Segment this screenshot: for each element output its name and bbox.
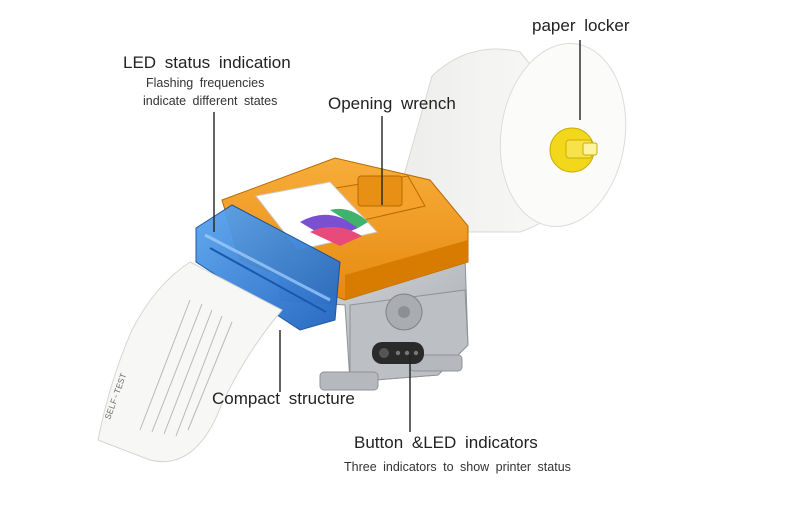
label-button-led-sub: Three indicators to show printer status	[344, 460, 571, 474]
blue-presenter	[195, 204, 341, 331]
label-paper-locker: paper locker	[532, 16, 630, 35]
label-led-status-line1: Flashing frequencies	[146, 76, 265, 90]
label-led-status-title: LED status indication	[123, 53, 291, 72]
paper-roll	[387, 42, 627, 233]
label-led-status-line2: indicate different states	[143, 94, 278, 108]
label-button-led-title: Button &LED indicators	[354, 433, 538, 452]
label-compact-structure: Compact structure	[212, 389, 355, 408]
callout-lines	[213, 40, 581, 432]
paper-locker-knob	[549, 127, 598, 173]
label-opening-wrench: Opening wrench	[328, 94, 456, 113]
